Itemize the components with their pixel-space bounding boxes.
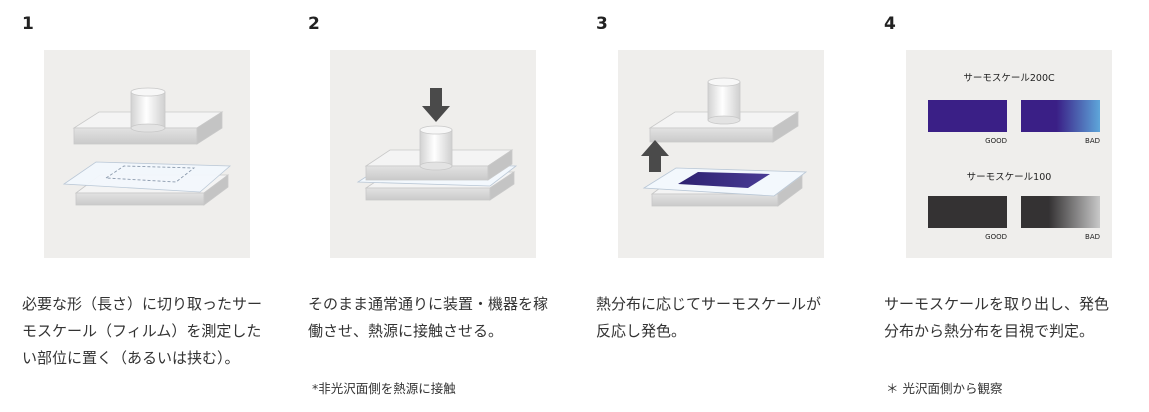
step-number: 2 bbox=[308, 14, 320, 34]
step-2-illustration bbox=[330, 50, 536, 258]
step-3-illustration bbox=[618, 50, 824, 258]
step-1-diagram bbox=[62, 87, 232, 206]
color-scale-diagram: サーモスケール200C GOOD BAD サーモスケール100 GOOD BAD bbox=[928, 73, 1100, 241]
step-2: 2 そのま bbox=[308, 0, 548, 412]
step-number: 4 bbox=[884, 14, 896, 34]
scale-1-good-swatch bbox=[928, 100, 1007, 132]
step-4-illustration: サーモスケール200C GOOD BAD サーモスケール100 GOOD BAD bbox=[906, 50, 1112, 258]
step-3-diagram bbox=[641, 77, 808, 207]
step-1-description: 必要な形（長さ）に切り取ったサー モスケール（フィルム）を測定した い部位に置く… bbox=[22, 295, 263, 367]
scale-2-bad-swatch bbox=[1021, 196, 1100, 228]
top-plate bbox=[72, 111, 224, 145]
step-1-illustration bbox=[44, 50, 250, 258]
step-3-description: 熱分布に応じてサーモスケールが 反応し発色。 bbox=[596, 295, 822, 340]
step-4-description: サーモスケールを取り出し、発色 分布から熱分布を目視で判定。 bbox=[884, 295, 1110, 340]
step-2-note: *非光沢面側を熱源に接触 bbox=[312, 381, 456, 396]
scale-1-bad-label: BAD bbox=[1085, 137, 1100, 145]
step-3: 3 bbox=[596, 0, 836, 412]
arrow-up-icon bbox=[641, 140, 669, 172]
step-number: 3 bbox=[596, 14, 608, 34]
press-cylinder bbox=[707, 77, 741, 125]
scale-2-good-label: GOOD bbox=[985, 233, 1007, 241]
developed-color-area bbox=[678, 172, 770, 188]
scale-2-title: サーモスケール100 bbox=[967, 172, 1052, 183]
scale-1-bad-swatch bbox=[1021, 100, 1100, 132]
film-sheet bbox=[62, 161, 232, 193]
step-1: 1 bbox=[22, 0, 262, 412]
press-cylinder bbox=[419, 125, 453, 171]
scale-1-title: サーモスケール200C bbox=[963, 73, 1055, 84]
film-sheet bbox=[642, 167, 808, 197]
press-cylinder bbox=[130, 87, 166, 133]
scale-1-good-label: GOOD bbox=[985, 137, 1007, 145]
step-number: 1 bbox=[22, 14, 34, 34]
scale-2-good-swatch bbox=[928, 196, 1007, 228]
scale-2-bad-label: BAD bbox=[1085, 233, 1100, 241]
arrow-down-icon bbox=[422, 88, 450, 122]
step-4-note: ＊ 光沢面側から観察 bbox=[886, 381, 1003, 396]
step-2-description: そのまま通常通りに装置・機器を稼 働させ、熱源に接触させる。 bbox=[308, 295, 549, 340]
step-2-diagram bbox=[356, 88, 518, 201]
step-4: 4 サーモスケール200C GOOD BAD サーモスケール100 GOOD B… bbox=[884, 0, 1124, 412]
